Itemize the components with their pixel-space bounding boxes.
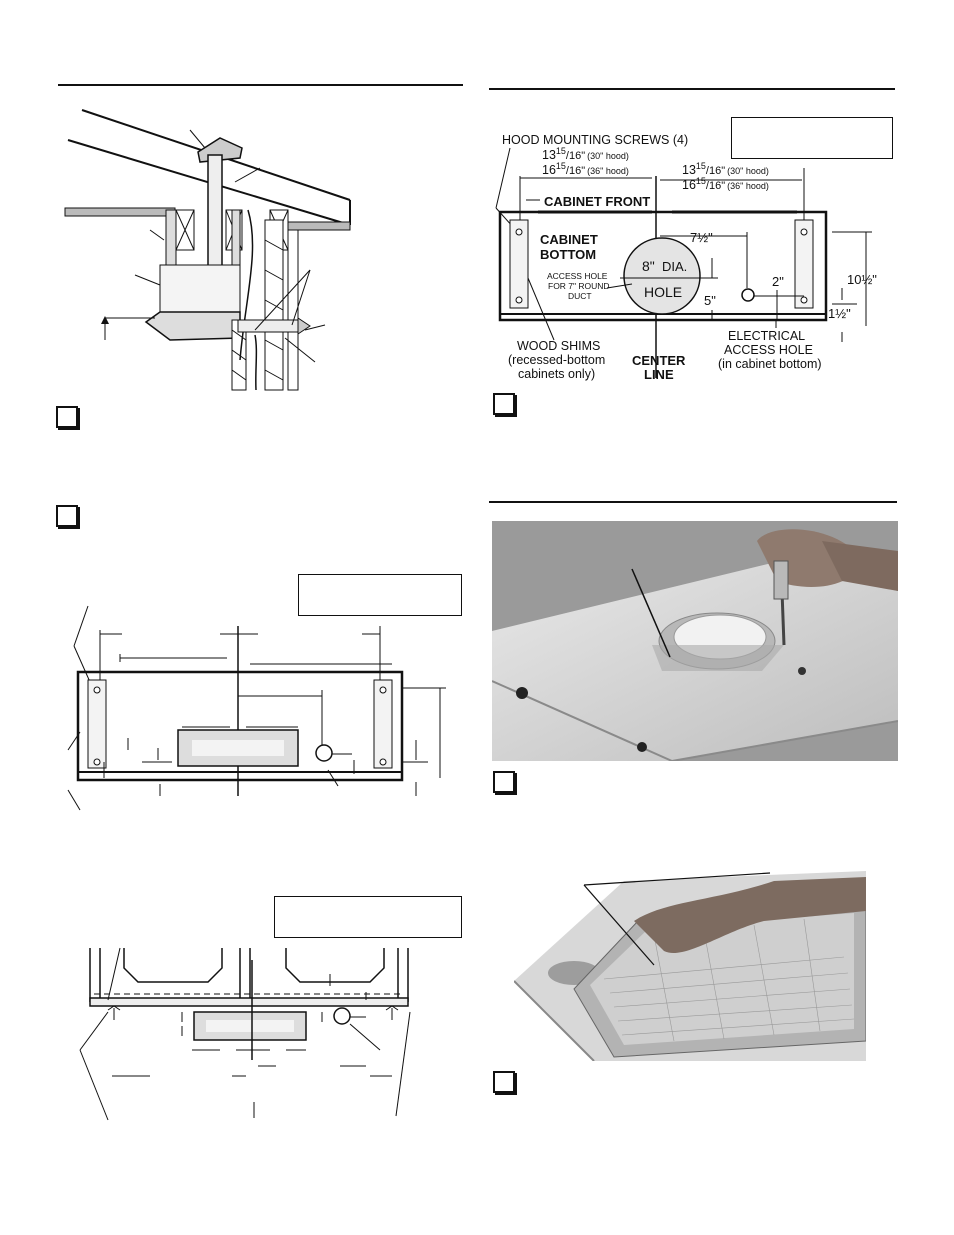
svg-text:(in cabinet bottom): (in cabinet bottom) [718,357,822,371]
svg-text:2": 2" [772,274,784,289]
screws-label: HOOD MOUNTING SCREWS (4) [502,133,688,147]
photo-duct-connector [492,521,898,761]
svg-text:CABINET FRONT: CABINET FRONT [544,194,650,209]
svg-text:LINE: LINE [644,367,674,382]
svg-text:DUCT: DUCT [568,291,592,301]
photo-grease-filter [514,861,866,1061]
svg-text:1315/16"(30" hood): 1315/16"(30" hood) [682,161,769,177]
svg-text:8": 8" [642,258,655,274]
callout-box-lower-left [274,896,462,938]
svg-text:ACCESS HOLE: ACCESS HOLE [724,343,813,357]
svg-text:CENTER: CENTER [632,353,686,368]
svg-text:1615/16"(36" hood): 1615/16"(36" hood) [542,161,629,177]
svg-text:cabinets only): cabinets only) [518,367,595,381]
svg-text:7½": 7½" [690,230,713,245]
roof-section-diagram [64,109,351,391]
rectangular-duct-diagram [67,605,446,811]
step-checkbox-5[interactable] [493,1071,515,1093]
svg-text:CABINET: CABINET [540,232,598,247]
svg-text:ACCESS HOLE: ACCESS HOLE [547,271,608,281]
svg-text:DIA.: DIA. [662,259,687,274]
step-checkbox-3[interactable] [493,393,515,415]
step-checkbox-1[interactable] [56,406,78,428]
cabinet-bottom-diagram: HOOD MOUNTING SCREWS (4) 1315/16"(30" ho… [495,133,877,382]
rule-top-right [489,88,895,90]
svg-text:1615/16"(36" hood): 1615/16"(36" hood) [682,176,769,192]
svg-text:FOR 7" ROUND: FOR 7" ROUND [548,281,610,291]
recessed-cabinet-diagram [79,947,411,1121]
svg-text:1315/16"(30" hood): 1315/16"(30" hood) [542,146,629,162]
svg-text:10½": 10½" [847,272,877,287]
callout-box-top-right [731,117,893,159]
svg-text:BOTTOM: BOTTOM [540,247,596,262]
rule-top-left [58,84,463,86]
step-checkbox-4[interactable] [493,771,515,793]
svg-text:5": 5" [704,293,716,308]
svg-text:ELECTRICAL: ELECTRICAL [728,329,805,343]
callout-box-mid-left [298,574,462,616]
rule-mid-right [489,501,897,503]
svg-text:WOOD SHIMS: WOOD SHIMS [517,339,600,353]
step-checkbox-2[interactable] [56,505,78,527]
svg-text:1½": 1½" [828,306,851,321]
svg-text:HOLE: HOLE [644,284,682,300]
svg-text:(recessed-bottom: (recessed-bottom [508,353,605,367]
